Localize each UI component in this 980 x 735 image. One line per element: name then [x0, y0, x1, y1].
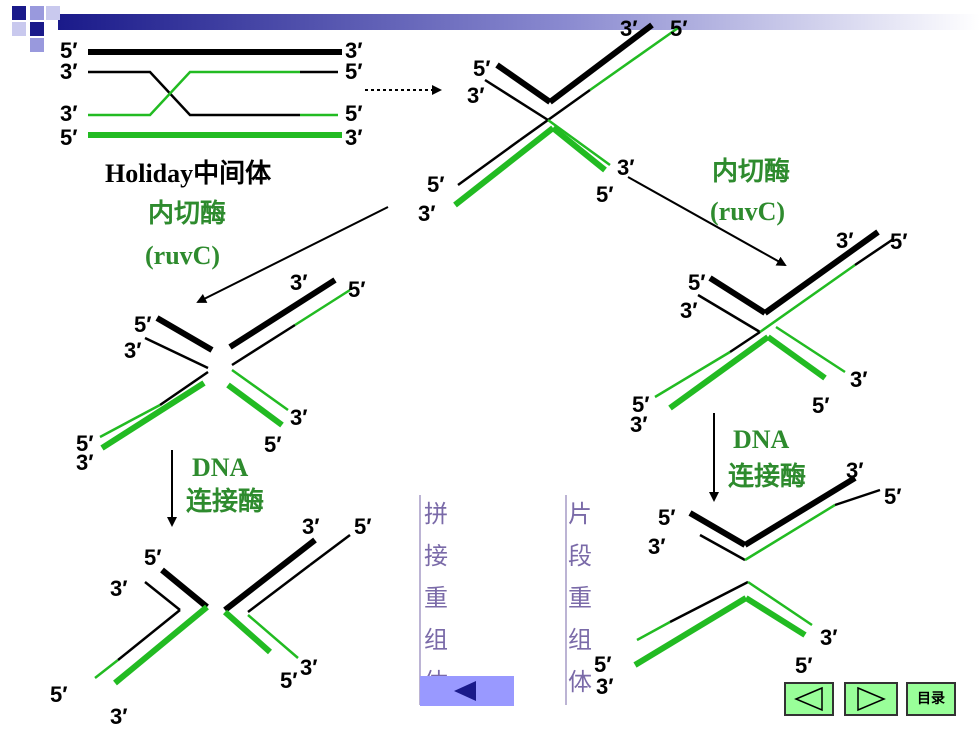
- p5-end-5c: 5′: [280, 668, 298, 693]
- next-arrow-icon: [857, 686, 886, 712]
- left-cut-structure: 3′ 5′ 5′ 3′ 3′ 5′ 5′ 3′: [76, 270, 366, 475]
- p5-end-5a: 5′: [354, 514, 372, 539]
- p6-end-3d: 3′: [596, 674, 614, 699]
- p4-end-3b: 3′: [680, 298, 698, 323]
- p2-end-3d: 3′: [617, 155, 635, 180]
- p5-end-5b: 5′: [144, 545, 162, 570]
- splice-char-1: 拼: [424, 500, 448, 528]
- splice-recombinant-structure: 3′ 5′ 5′ 3′ 5′ 3′ 5′ 3′: [50, 514, 372, 729]
- p2-end-3a: 3′: [620, 16, 638, 41]
- header-decoration: [12, 6, 980, 52]
- p4-end-5c: 5′: [812, 393, 830, 418]
- p1-end-5a: 5′: [60, 38, 78, 63]
- p1-end-5d: 5′: [345, 101, 363, 126]
- p5-end-3a: 3′: [302, 514, 320, 539]
- p3-end-5b: 5′: [134, 312, 152, 337]
- p3-end-5a: 5′: [348, 277, 366, 302]
- p1-end-3a: 3′: [60, 59, 78, 84]
- back-arrow-icon: [454, 681, 476, 701]
- p2-end-5c: 5′: [427, 172, 445, 197]
- patch-char-5: 体: [568, 668, 592, 696]
- ligase-name-right: 连接酶: [728, 462, 806, 491]
- ligase-label-left: DNA 连接酶: [186, 453, 264, 516]
- p2-end-3b: 3′: [467, 83, 485, 108]
- splice-char-4: 组: [424, 626, 448, 654]
- arrow-to-left-path: [196, 206, 389, 303]
- splice-recombinant-label: 拼 接 重 组 体: [424, 500, 448, 696]
- p4-end-3c: 3′: [850, 367, 868, 392]
- patch-char-3: 重: [568, 584, 592, 612]
- p1-end-3c: 3′: [345, 38, 363, 63]
- prev-slide-button[interactable]: [784, 682, 834, 716]
- p2-end-5a: 5′: [670, 16, 688, 41]
- p5-end-3c: 3′: [300, 655, 318, 680]
- patch-char-1: 片: [568, 500, 592, 528]
- patch-char-2: 段: [568, 542, 592, 570]
- ligase-dna-right: DNA: [733, 425, 790, 454]
- p1-end-3d: 3′: [345, 125, 363, 150]
- next-slide-button[interactable]: [844, 682, 898, 716]
- splice-char-2: 接: [424, 542, 448, 570]
- toc-button[interactable]: 目录: [906, 682, 956, 716]
- p6-end-5c: 5′: [795, 653, 813, 678]
- patch-recombinant-label: 片 段 重 组 体: [568, 500, 592, 696]
- right-cut-structure: 3′ 5′ 5′ 3′ 3′ 5′ 5′ 3′: [630, 228, 908, 437]
- ligase-dna-left: DNA: [192, 453, 249, 482]
- splice-char-3: 重: [424, 584, 448, 612]
- p1-end-3b: 3′: [60, 101, 78, 126]
- p3-end-5d: 5′: [76, 431, 94, 456]
- p6-end-5d: 5′: [594, 652, 612, 677]
- p3-end-3d: 3′: [76, 450, 94, 475]
- ligase-name-left: 连接酶: [186, 487, 264, 516]
- p5-end-5d: 5′: [50, 682, 68, 707]
- p6-end-5a: 5′: [884, 484, 902, 509]
- holliday-caption: Holiday中间体: [105, 159, 272, 188]
- arrow-to-right-path: [627, 176, 787, 266]
- p3-end-3a: 3′: [290, 270, 308, 295]
- p6-end-5b: 5′: [658, 505, 676, 530]
- p4-end-5d: 5′: [632, 392, 650, 417]
- holliday-intermediate: 5′ 3′ 3′ 5′ 3′ 5′ 5′ 3′ Holiday中间体: [60, 38, 363, 188]
- enzyme-code-right: (ruvC): [710, 197, 785, 226]
- enzyme-label-left: 内切酶 (ruvC): [145, 199, 226, 270]
- p4-end-5a: 5′: [890, 229, 908, 254]
- p6-end-3b: 3′: [648, 534, 666, 559]
- enzyme-name-left: 内切酶: [148, 199, 226, 228]
- p4-end-3a: 3′: [836, 228, 854, 253]
- p6-end-3c: 3′: [820, 625, 838, 650]
- patch-recombinant-structure: 3′ 5′ 5′ 3′ 3′ 5′ 5′ 3′: [594, 458, 902, 699]
- p3-end-3b: 3′: [124, 338, 142, 363]
- ligase-label-right: DNA 连接酶: [728, 425, 806, 491]
- p1-end-5c: 5′: [345, 59, 363, 84]
- enzyme-code-left: (ruvC): [145, 241, 220, 270]
- toc-label: 目录: [917, 691, 945, 707]
- p4-end-5b: 5′: [688, 270, 706, 295]
- back-button[interactable]: [420, 676, 514, 706]
- p4-end-3d: 3′: [630, 412, 648, 437]
- p2-end-5b: 5′: [473, 56, 491, 81]
- patch-char-4: 组: [568, 626, 592, 654]
- enzyme-label-right: 内切酶 (ruvC): [710, 157, 790, 226]
- p3-end-5c: 5′: [264, 432, 282, 457]
- p1-end-5b: 5′: [60, 125, 78, 150]
- p6-end-3a: 3′: [846, 458, 864, 483]
- prev-arrow-icon: [794, 686, 823, 712]
- holliday-open-x: 3′ 5′ 5′ 3′ 5′ 3′ 3′ 5′: [418, 16, 688, 226]
- p5-end-3b: 3′: [110, 576, 128, 601]
- p2-end-5d: 5′: [596, 182, 614, 207]
- p2-end-3c: 3′: [418, 201, 436, 226]
- p3-end-3c: 3′: [290, 405, 308, 430]
- p5-end-3d: 3′: [110, 704, 128, 729]
- enzyme-name-right: 内切酶: [712, 157, 790, 186]
